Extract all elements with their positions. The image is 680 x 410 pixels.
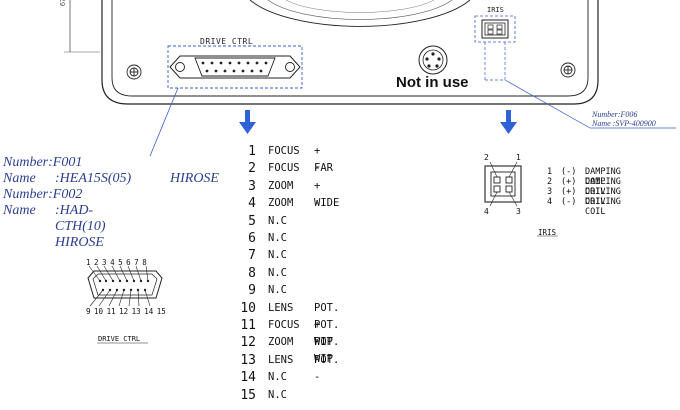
drive-bottom-pin-numbers: 9 10 11 12 13 14 15: [86, 307, 166, 316]
iris-legend-desc: DAMPING COIL: [585, 177, 621, 197]
name-value: :HEA15S(05): [55, 171, 132, 186]
pin-function: N.C: [268, 232, 287, 244]
pin-function: FOCUS: [268, 319, 300, 331]
pin-function: LENS: [268, 353, 294, 366]
iris-legend-sign: (-): [561, 167, 577, 177]
pin-number: 14: [240, 370, 256, 386]
f001-number-line: Number:F001: [3, 155, 82, 171]
pin-number: 6: [248, 231, 256, 246]
pin-function: FOCUS: [268, 145, 300, 157]
pin-function: N.C: [268, 388, 287, 401]
screw-right: [560, 62, 576, 78]
drive-top-pin-numbers: 1 2 3 4 5 6 7 8: [86, 258, 147, 267]
iris-legend-desc: DRIVING COIL: [585, 187, 621, 207]
brand-value: HIROSE: [170, 171, 219, 186]
screw-left: [126, 64, 142, 80]
pin-function: ZOOM: [268, 179, 294, 192]
pin-function: N.C: [268, 249, 287, 262]
pin-action: POT. WIP: [314, 319, 340, 348]
pin-function: ZOOM: [268, 197, 294, 210]
dimension-label: 67: [60, 0, 67, 6]
iris-pin-1-label: 1: [516, 153, 521, 162]
iris-pin-4-label: 4: [484, 207, 489, 216]
pin-function: N.C: [268, 284, 287, 297]
iris-pinout-drawing: [484, 161, 558, 237]
iris-number-label: Number:F006: [592, 110, 638, 119]
f002-number-line: Number:F002: [3, 187, 82, 203]
pin-number: 4: [248, 196, 256, 212]
arrow-down-icon: [500, 110, 517, 134]
iris-pin-3-label: 3: [516, 207, 521, 216]
f001-name-line: Name :HEA15S(05) HIROSE: [3, 171, 219, 187]
number-value: F002: [52, 187, 83, 202]
pin-number: 1: [248, 144, 256, 159]
pin-action: + WIDE: [314, 179, 340, 209]
number-key: Number:: [3, 155, 53, 170]
iris-legend-pin: 3: [547, 187, 553, 197]
pin-number: 10: [240, 300, 256, 316]
iris-name-label: Name :SVP-400900: [592, 119, 656, 128]
name-value: :HAD-CTH(10) HIROSE: [55, 203, 106, 250]
pin-number: 7: [248, 248, 256, 264]
pin-function: LENS: [268, 301, 294, 314]
iris-legend-sign: (+): [561, 177, 577, 187]
pin-number: 3: [248, 178, 256, 194]
iris-legend-pin: 2: [547, 177, 553, 187]
pin-action: -: [314, 197, 321, 210]
number-value: F001: [52, 155, 83, 170]
drive-ctrl-label: DRIVE CTRL: [200, 37, 254, 46]
pin-number: 13: [240, 352, 256, 368]
drive-pinout-drawing: [87, 265, 163, 344]
iris-label: IRIS: [487, 6, 504, 14]
iris-legend-pin: 4: [547, 197, 553, 207]
pin-number: 8: [248, 265, 256, 281]
number-key: Number:: [3, 187, 53, 202]
iris-pin-2-label: 2: [484, 153, 489, 162]
pin-function: N.C: [268, 371, 287, 384]
pin-function: ZOOM: [268, 336, 294, 349]
drive-ctrl-caption: DRIVE CTRL: [98, 335, 141, 343]
pin-action: POT. -: [314, 353, 340, 383]
iris-caption: IRIS: [538, 228, 557, 237]
pin-number: 15: [240, 387, 256, 403]
iris-legend-desc: DRIVING COIL: [585, 197, 621, 217]
pin-function: FOCUS: [268, 162, 300, 175]
iris-legend-desc: DAMPING COIL: [585, 167, 621, 187]
f002-name-line: Name :HAD-CTH(10) HIROSE: [3, 203, 106, 250]
pin-function: N.C: [268, 214, 287, 227]
pin-number: 5: [248, 213, 256, 229]
iris-legend-pin: 1: [547, 167, 553, 177]
not-in-use-label: Not in use: [396, 74, 469, 91]
pin-action: POT. WIP: [314, 336, 340, 366]
name-key: Name: [3, 203, 36, 218]
name-key: Name: [3, 171, 36, 186]
pin-number: 9: [248, 283, 256, 299]
arrow-down-icon: [239, 110, 256, 134]
pin-number: 11: [240, 318, 256, 333]
iris-legend-sign: (-): [561, 197, 577, 207]
pin-function: N.C: [268, 266, 287, 279]
pin-action: -: [314, 162, 321, 175]
pin-action: POT. +: [314, 301, 340, 331]
iris-legend-sign: (+): [561, 187, 577, 197]
pin-number: 12: [240, 335, 256, 351]
pin-action: + FAR: [314, 145, 333, 174]
pin-number: 2: [248, 161, 256, 177]
